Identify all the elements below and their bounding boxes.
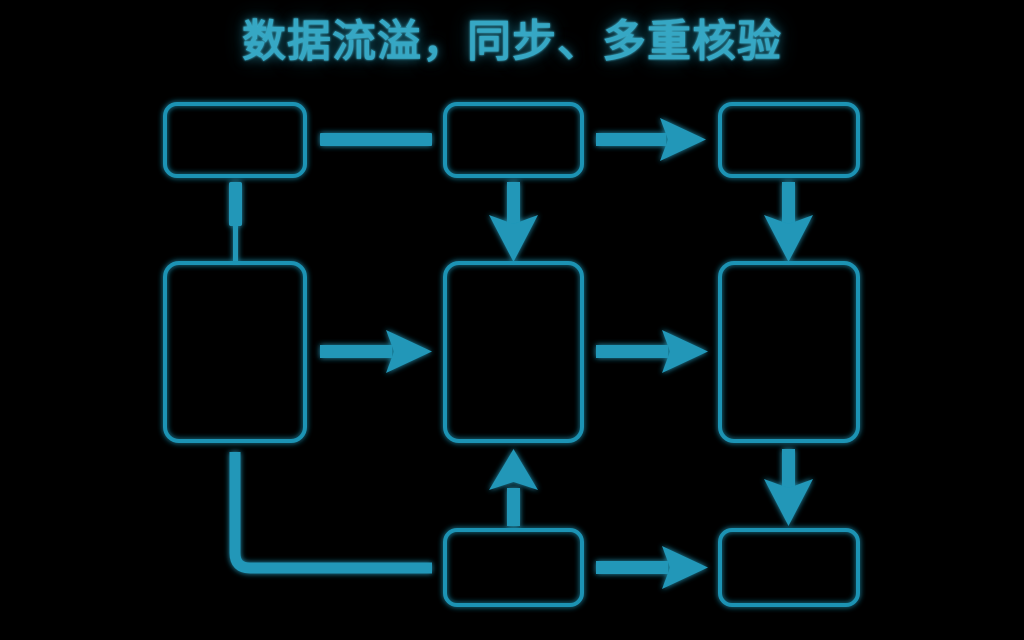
node-middle-center[interactable] [443, 261, 584, 443]
node-top-left[interactable] [163, 102, 307, 178]
connector-bottommiddle-to-bottomright [596, 546, 708, 589]
node-bottom-right[interactable] [718, 528, 860, 607]
node-top-middle[interactable] [443, 102, 584, 178]
connector-topmiddle-to-topright [596, 118, 706, 161]
connector-middleright-to-bottomright [764, 449, 813, 526]
connector-bottommiddle-to-middlecenter [489, 449, 538, 526]
node-bottom-middle[interactable] [443, 528, 584, 607]
connector-middlecenter-to-middleright [596, 330, 708, 373]
connector-topright-to-middleright [764, 182, 813, 262]
connector-middleleft-to-bottommiddle [229, 452, 432, 574]
connector-topleft-to-topmiddle [320, 133, 432, 146]
node-middle-left[interactable] [163, 261, 307, 443]
connector-topleft-to-middleleft [229, 182, 242, 264]
node-top-right[interactable] [718, 102, 860, 178]
node-middle-right[interactable] [718, 261, 860, 443]
connector-topmiddle-to-middlecenter [489, 182, 538, 262]
connector-middleleft-to-middlecenter [320, 330, 432, 373]
page-title: 数据流溢，同步、多重核验 [242, 16, 782, 67]
